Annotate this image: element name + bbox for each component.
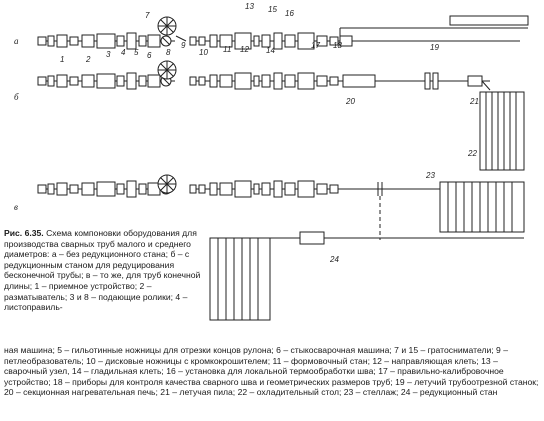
label-18: 18 (333, 41, 342, 50)
label-9: 9 (181, 41, 186, 50)
row-a-letter: а (14, 36, 19, 46)
label-24: 24 (329, 255, 339, 264)
label-16: 16 (285, 9, 294, 18)
label-22: 22 (467, 149, 477, 158)
row-a-numbers: 1 2 3 4 5 6 7 8 9 10 11 12 13 14 15 16 1… (60, 2, 439, 64)
row-c-layout (37, 174, 525, 321)
label-6: 6 (147, 51, 152, 60)
label-5: 5 (134, 48, 139, 57)
label-10: 10 (199, 48, 208, 57)
caption-bottom: ная машина; 5 – гильотинные ножницы для … (4, 345, 539, 398)
label-23: 23 (425, 171, 435, 180)
label-4: 4 (121, 48, 126, 57)
label-13: 13 (245, 2, 254, 11)
row-c-letter: в (14, 202, 18, 212)
label-15: 15 (268, 5, 277, 14)
caption-lead: Рис. 6.35. (4, 228, 44, 238)
row-b-letter: б (14, 92, 19, 102)
label-1: 1 (60, 55, 64, 64)
label-12: 12 (240, 45, 249, 54)
caption-left: Рис. 6.35. Схема компоновки оборудования… (4, 228, 202, 313)
label-21: 21 (469, 97, 479, 106)
label-7: 7 (145, 11, 150, 20)
label-2: 2 (85, 55, 91, 64)
row-b-layout (37, 60, 525, 171)
label-8: 8 (166, 48, 171, 57)
label-20: 20 (345, 97, 355, 106)
label-11: 11 (223, 45, 231, 54)
label-19: 19 (430, 43, 439, 52)
label-17: 17 (311, 41, 320, 50)
row-a-layout (37, 15, 529, 50)
caption-left-text: Схема компоновки оборудования для произв… (4, 228, 201, 313)
label-3: 3 (106, 50, 111, 59)
label-14: 14 (266, 46, 275, 55)
